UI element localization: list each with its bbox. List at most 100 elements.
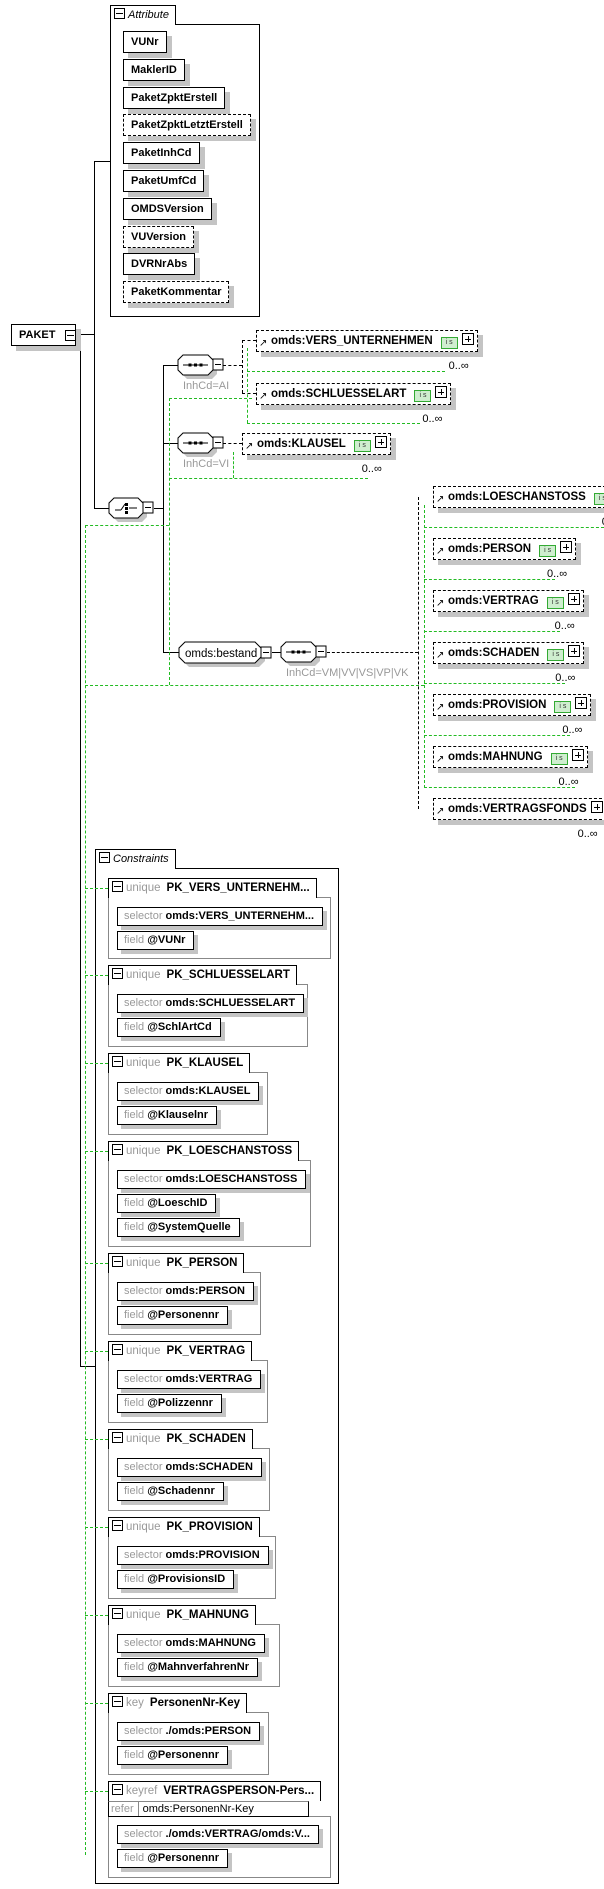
collapse-icon[interactable] [112,1344,123,1355]
collapse-icon[interactable] [112,968,123,979]
element-name: omds:LOESCHANSTOSS [448,491,586,503]
attribute-OMDSVersion[interactable]: OMDSVersion [123,198,212,220]
collapse-icon[interactable] [112,1144,123,1155]
constraint-field[interactable]: field@ProvisionsID [117,1570,235,1589]
constraint-field[interactable]: field@Personennr [117,1746,229,1765]
attribute-PaketZpktLetztErstell[interactable]: PaketZpktLetztErstell [123,114,251,136]
collapse-icon[interactable] [114,8,125,19]
attribute-PaketUmfCd[interactable]: PaketUmfCd [123,170,205,192]
collapse-icon[interactable] [112,1432,123,1443]
constraint-selector[interactable]: selector./omds:VERTRAG/omds:V... [117,1825,319,1844]
collapse-icon[interactable] [112,1608,123,1619]
constraint-field[interactable]: field@Schadennr [117,1482,224,1501]
identity-constraint-line [85,1439,108,1440]
constraint-field[interactable]: field@VUNr [117,931,195,950]
occurrence-label: 0..∞ [547,568,568,580]
constraint-selector[interactable]: selector./omds:PERSON [117,1722,261,1741]
expand-icon[interactable] [571,749,584,761]
bestand-element[interactable]: omds:bestand [178,641,279,668]
constraint-field[interactable]: field@SchlArtCd [117,1018,221,1037]
attribute-VUNr[interactable]: VUNr [123,31,167,53]
constraint-kind: unique [126,1057,161,1069]
collapse-icon[interactable] [112,1256,123,1267]
constraint-field[interactable]: field@MahnverfahrenNr [117,1658,258,1677]
attribute-PaketZpktErstell[interactable]: PaketZpktErstell [123,87,226,109]
expand-icon[interactable] [568,645,581,657]
constraint-field[interactable]: field@Personennr [117,1306,229,1325]
attribute-PaketKommentar[interactable]: PaketKommentar [123,281,230,303]
constraint-field[interactable]: field@Personennr [117,1849,229,1868]
expand-icon[interactable] [374,436,387,448]
collapse-icon[interactable] [112,1784,123,1795]
collapse-icon[interactable] [99,852,110,863]
sequence-compositor-ai[interactable] [177,354,233,381]
collapse-icon[interactable] [112,1056,123,1067]
expand-icon[interactable] [560,541,573,553]
selector-label: selector [124,1173,163,1185]
element-vertragsfonds[interactable]: ↗ omds:VERTRAGSFONDS 0..∞ [433,798,604,840]
collapse-icon[interactable] [112,1520,123,1531]
expand-icon[interactable] [435,386,448,398]
choice-compositor[interactable] [108,497,163,524]
constraint-field[interactable]: field@SystemQuelle [117,1218,240,1237]
attribute-MaklerID[interactable]: MaklerID [123,59,185,81]
reference-arrow-icon: ↗ [259,338,268,349]
attribute-DVRNrAbs[interactable]: DVRNrAbs [123,253,196,275]
attribute-VUVersion[interactable]: VUVersion [123,226,195,248]
sequence-compositor-vi[interactable] [177,432,233,459]
identity-constraint-line [85,1791,108,1792]
collapse-icon[interactable] [112,881,123,892]
connector-line [272,652,281,653]
sequence-compositor-bestand[interactable] [280,641,336,668]
expand-icon[interactable] [590,801,603,813]
constraint-field[interactable]: field@Polizzennr [117,1394,222,1413]
constraint-field[interactable]: field@Klauselnr [117,1106,218,1125]
root-element[interactable]: PAKET [11,324,77,346]
collapse-icon[interactable] [65,330,77,341]
constraints-title: Constraints [113,853,169,865]
expand-icon[interactable] [461,333,474,345]
collapse-icon[interactable] [112,1696,123,1707]
constraint-kind: unique [126,969,161,981]
field-value: @LoeschID [147,1197,208,1209]
constraint-field[interactable]: field@LoeschID [117,1194,217,1213]
field-value: @Schadennr [147,1485,215,1497]
expand-icon[interactable] [575,697,588,709]
field-label: field [124,1573,145,1585]
attribute-PaketInhCd[interactable]: PaketInhCd [123,142,200,164]
selector-value: omds:LOESCHANSTOSS [165,1173,298,1185]
expand-icon[interactable] [567,593,580,605]
